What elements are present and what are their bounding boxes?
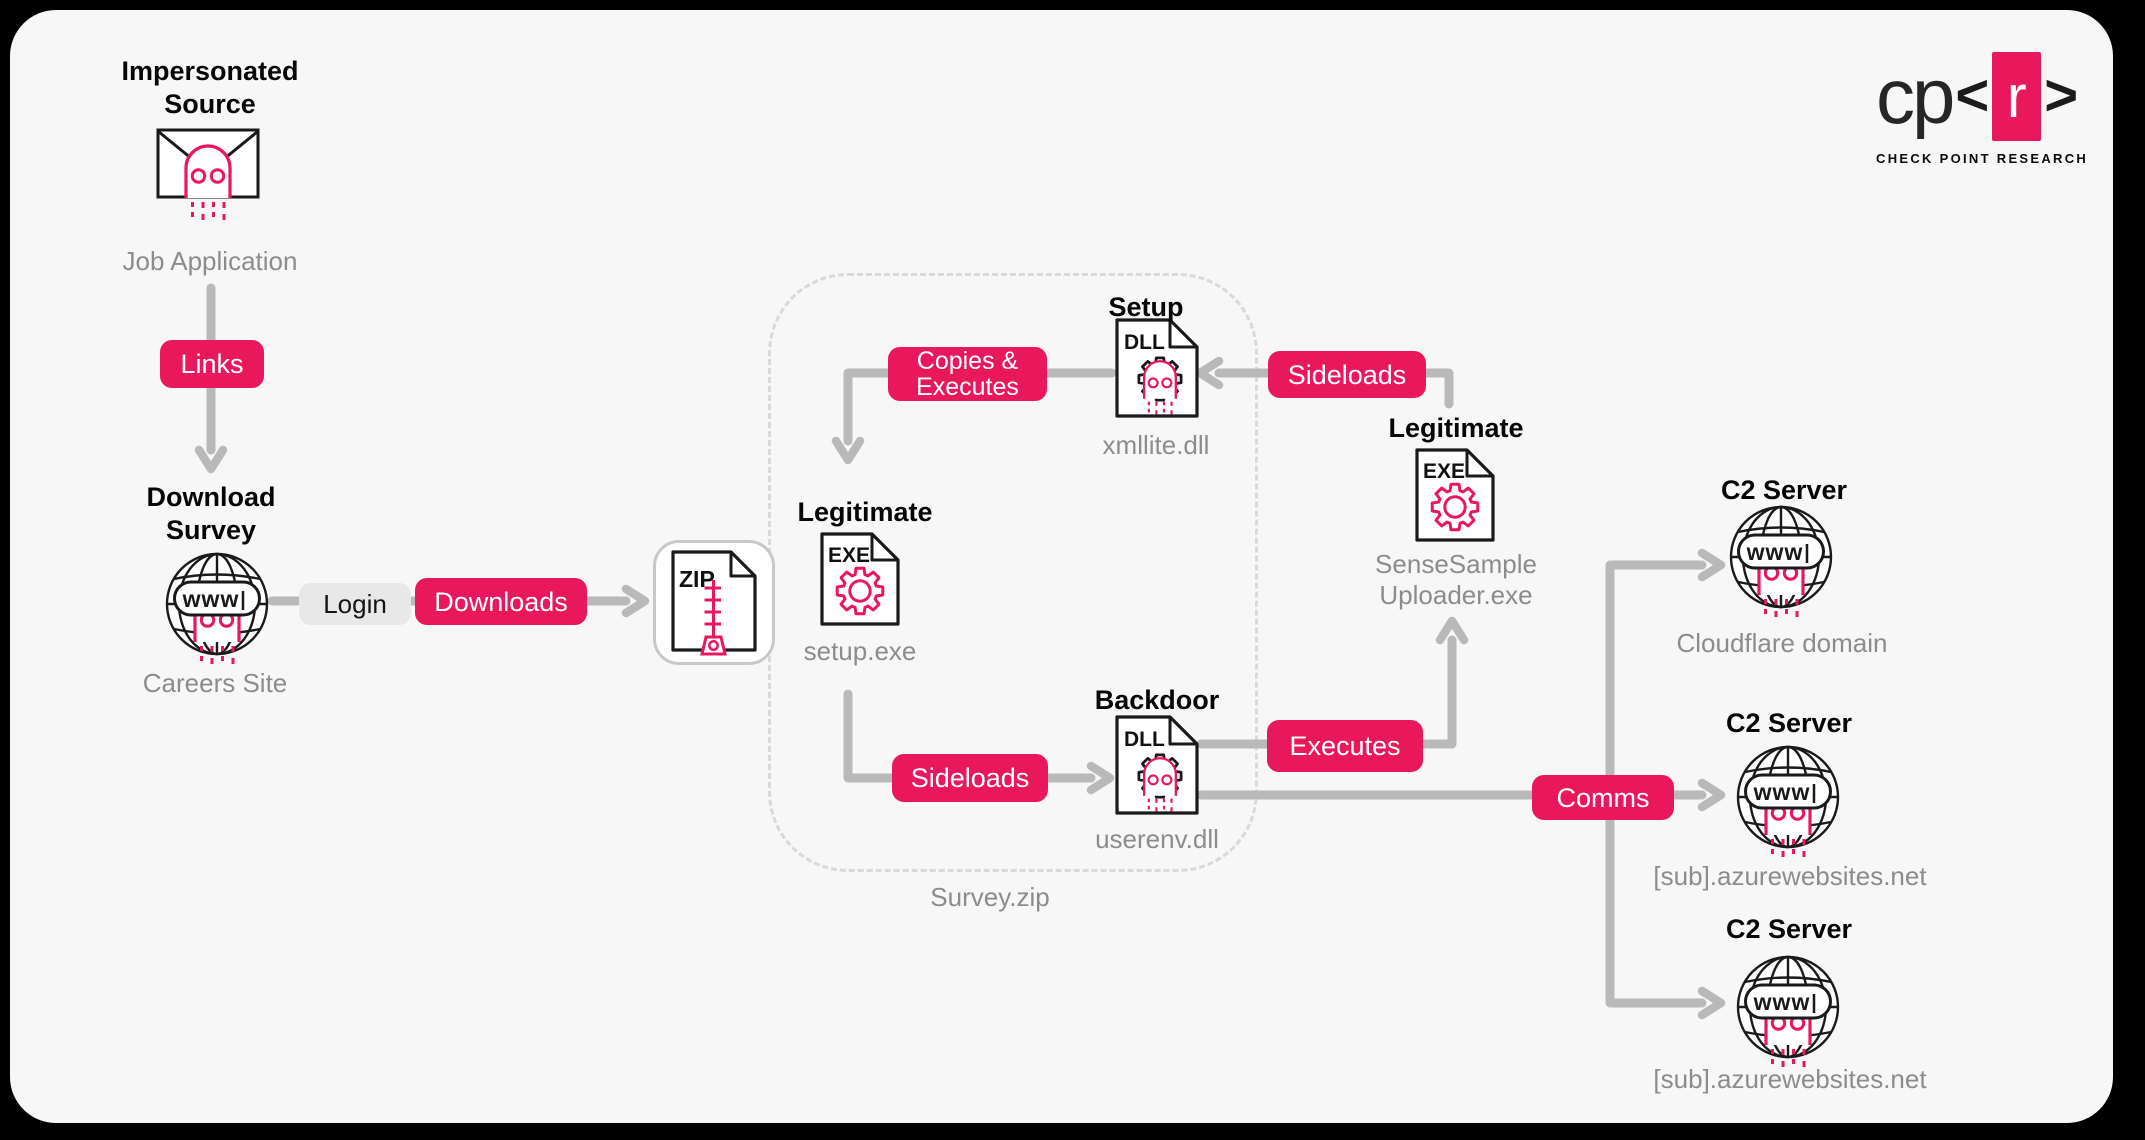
careers-globe-icon: www [165, 552, 269, 669]
cpr-logo-row: cp < r > [1876, 50, 2088, 142]
download-survey-title: Download Survey [147, 481, 276, 547]
badge-sideloads-top: Sideloads [1268, 351, 1426, 398]
uploader-exe-icon: EXE [1415, 448, 1495, 542]
logo-angle-close: > [2044, 63, 2079, 128]
filetype-text: DLL [1124, 728, 1165, 751]
filetype-text: EXE [1423, 460, 1465, 483]
c2-cloudflare-title: C2 Server [1720, 475, 1848, 505]
azure-domain-label-1: [sub].azurewebsites.net [1653, 861, 1927, 891]
userenv-label: userenv.dll [1095, 824, 1219, 854]
badge-copies-executes: Copies & Executes [888, 347, 1047, 401]
logo-angle-open: < [1955, 63, 1990, 128]
badge-links: Links [160, 340, 264, 388]
badge-sideloads-bottom: Sideloads [892, 754, 1048, 802]
www-text: www [182, 586, 240, 612]
doc-fold [1168, 321, 1196, 349]
zip-doc-fold [729, 553, 754, 578]
doc-fold [1465, 451, 1492, 478]
www-pill [1737, 533, 1825, 570]
logo-r-box: r [1992, 51, 2042, 141]
c2-globe-icon-cloudflare: www [1729, 505, 1833, 622]
setup-exe-label: setup.exe [803, 636, 917, 666]
label-line: Uploader.exe [1379, 580, 1533, 610]
badge-downloads: Downloads [415, 578, 587, 625]
badge-line: Executes [916, 373, 1019, 401]
logo-cp-text: cp [1876, 52, 1955, 140]
title-line: Download [146, 482, 276, 512]
doc-fold [870, 535, 897, 562]
title-line: Impersonated [121, 56, 299, 86]
setup-exe-icon: EXE [820, 532, 900, 626]
title-line: Survey [165, 515, 257, 545]
filetype-text: EXE [828, 544, 870, 567]
c2-azure-1-title: C2 Server [1725, 708, 1853, 738]
ghost-icon [184, 144, 232, 225]
backdoor-dll-title: Backdoor [1094, 685, 1220, 715]
c2-azure-2-title: C2 Server [1725, 914, 1853, 944]
backdoor-dll-icon: DLL [1115, 715, 1199, 815]
badge-line: Copies & [916, 347, 1019, 375]
title-line: Source [164, 89, 256, 119]
job-application-label: Job Application [122, 246, 298, 276]
arrow-comms-bottom [1605, 790, 1726, 1020]
c2-globe-icon-azure-2: www [1736, 955, 1840, 1072]
impersonated-source-title: Impersonated Source [121, 55, 298, 121]
zip-card: ZIP [653, 540, 775, 665]
uploader-label: SenseSample Uploader.exe [1375, 549, 1537, 611]
survey-zip-label: Survey.zip [930, 882, 1050, 912]
envelope-ghost-icon [156, 128, 260, 225]
www-text: www [1753, 779, 1811, 805]
xmllite-label: xmllite.dll [1102, 430, 1210, 460]
careers-site-label: Careers Site [142, 668, 288, 698]
logo-subtitle: CHECK POINT RESEARCH [1876, 151, 2089, 166]
setup-dll-icon: DLL [1115, 318, 1199, 418]
doc-fold [1168, 718, 1196, 746]
gear-icon [835, 566, 885, 616]
setup-exe-title: Legitimate [797, 497, 933, 527]
gear-icon [1430, 482, 1480, 532]
www-pill [1744, 983, 1832, 1020]
filetype-text: DLL [1124, 331, 1165, 354]
arrow-comms-top [1605, 548, 1726, 800]
setup-dll-title: Setup [1108, 292, 1184, 322]
www-text: www [1746, 539, 1804, 565]
c2-globe-icon-azure-1: www [1736, 745, 1840, 862]
uploader-exe-title: Legitimate [1388, 413, 1524, 443]
badge-comms: Comms [1532, 775, 1674, 820]
www-pill [173, 580, 261, 617]
www-text: www [1753, 989, 1811, 1015]
cpr-logo: cp < r > CHECK POINT RESEARCH [1876, 50, 2088, 166]
www-pill [1744, 773, 1832, 810]
cloudflare-domain-label: Cloudflare domain [1676, 628, 1888, 658]
zipper-icon [700, 580, 727, 656]
zip-file-icon: ZIP [671, 550, 757, 656]
badge-login: Login [299, 583, 411, 625]
azure-domain-label-2: [sub].azurewebsites.net [1653, 1064, 1927, 1094]
badge-executes: Executes [1267, 720, 1423, 772]
label-line: SenseSample [1375, 549, 1537, 579]
